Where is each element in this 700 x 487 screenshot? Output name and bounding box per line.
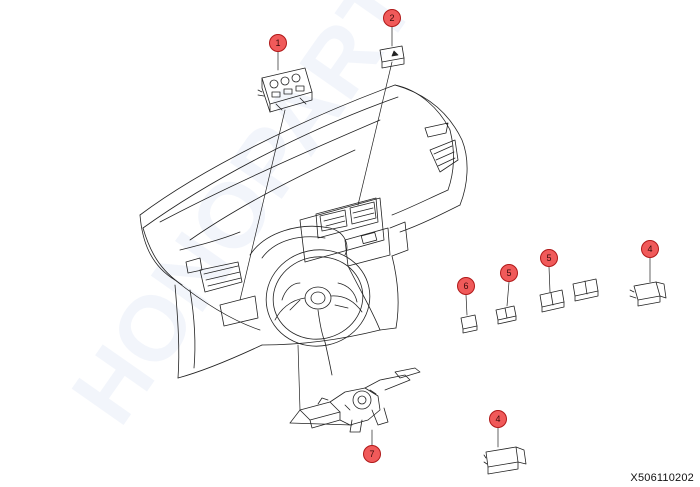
callout-5-a-label: 5 bbox=[506, 268, 511, 278]
steering-wheel bbox=[265, 249, 371, 347]
dashboard-outline bbox=[139, 84, 468, 379]
callout-4-lower[interactable]: 4 bbox=[489, 410, 507, 428]
callout-4-upper[interactable]: 4 bbox=[641, 240, 659, 258]
part-1-switch-cluster bbox=[257, 67, 313, 113]
callout-4-lower-label: 4 bbox=[495, 414, 500, 424]
callout-5-b[interactable]: 5 bbox=[540, 249, 558, 267]
callout-1[interactable]: 1 bbox=[269, 34, 287, 52]
part-5-switch-c bbox=[572, 278, 599, 302]
callout-4-upper-label: 4 bbox=[647, 244, 652, 254]
steering-column bbox=[324, 341, 333, 376]
callout-5-b-label: 5 bbox=[546, 253, 551, 263]
part-5-switch-b bbox=[539, 289, 565, 313]
callouts: 1 2 4 4 5 5 6 7 bbox=[269, 9, 659, 463]
part-5-switch-a bbox=[495, 305, 517, 325]
callout-7[interactable]: 7 bbox=[363, 445, 381, 463]
callout-6[interactable]: 6 bbox=[457, 277, 475, 295]
part-2-switch bbox=[379, 45, 405, 69]
drawing-code: X506110202 bbox=[630, 472, 694, 484]
callout-7-label: 7 bbox=[369, 449, 374, 459]
part-4-switch-lower bbox=[483, 446, 527, 475]
part-4-switch-upper bbox=[629, 281, 667, 307]
watermark: HONOPARTS bbox=[53, 0, 470, 441]
part-6-switch bbox=[460, 314, 478, 334]
callout-2-label: 2 bbox=[389, 13, 394, 23]
callout-6-label: 6 bbox=[463, 281, 468, 291]
callout-1-label: 1 bbox=[275, 38, 280, 48]
leader-lines bbox=[239, 26, 651, 448]
part-7-combination-switch bbox=[299, 367, 421, 433]
callout-2[interactable]: 2 bbox=[383, 9, 401, 27]
callout-5-a[interactable]: 5 bbox=[500, 264, 518, 282]
